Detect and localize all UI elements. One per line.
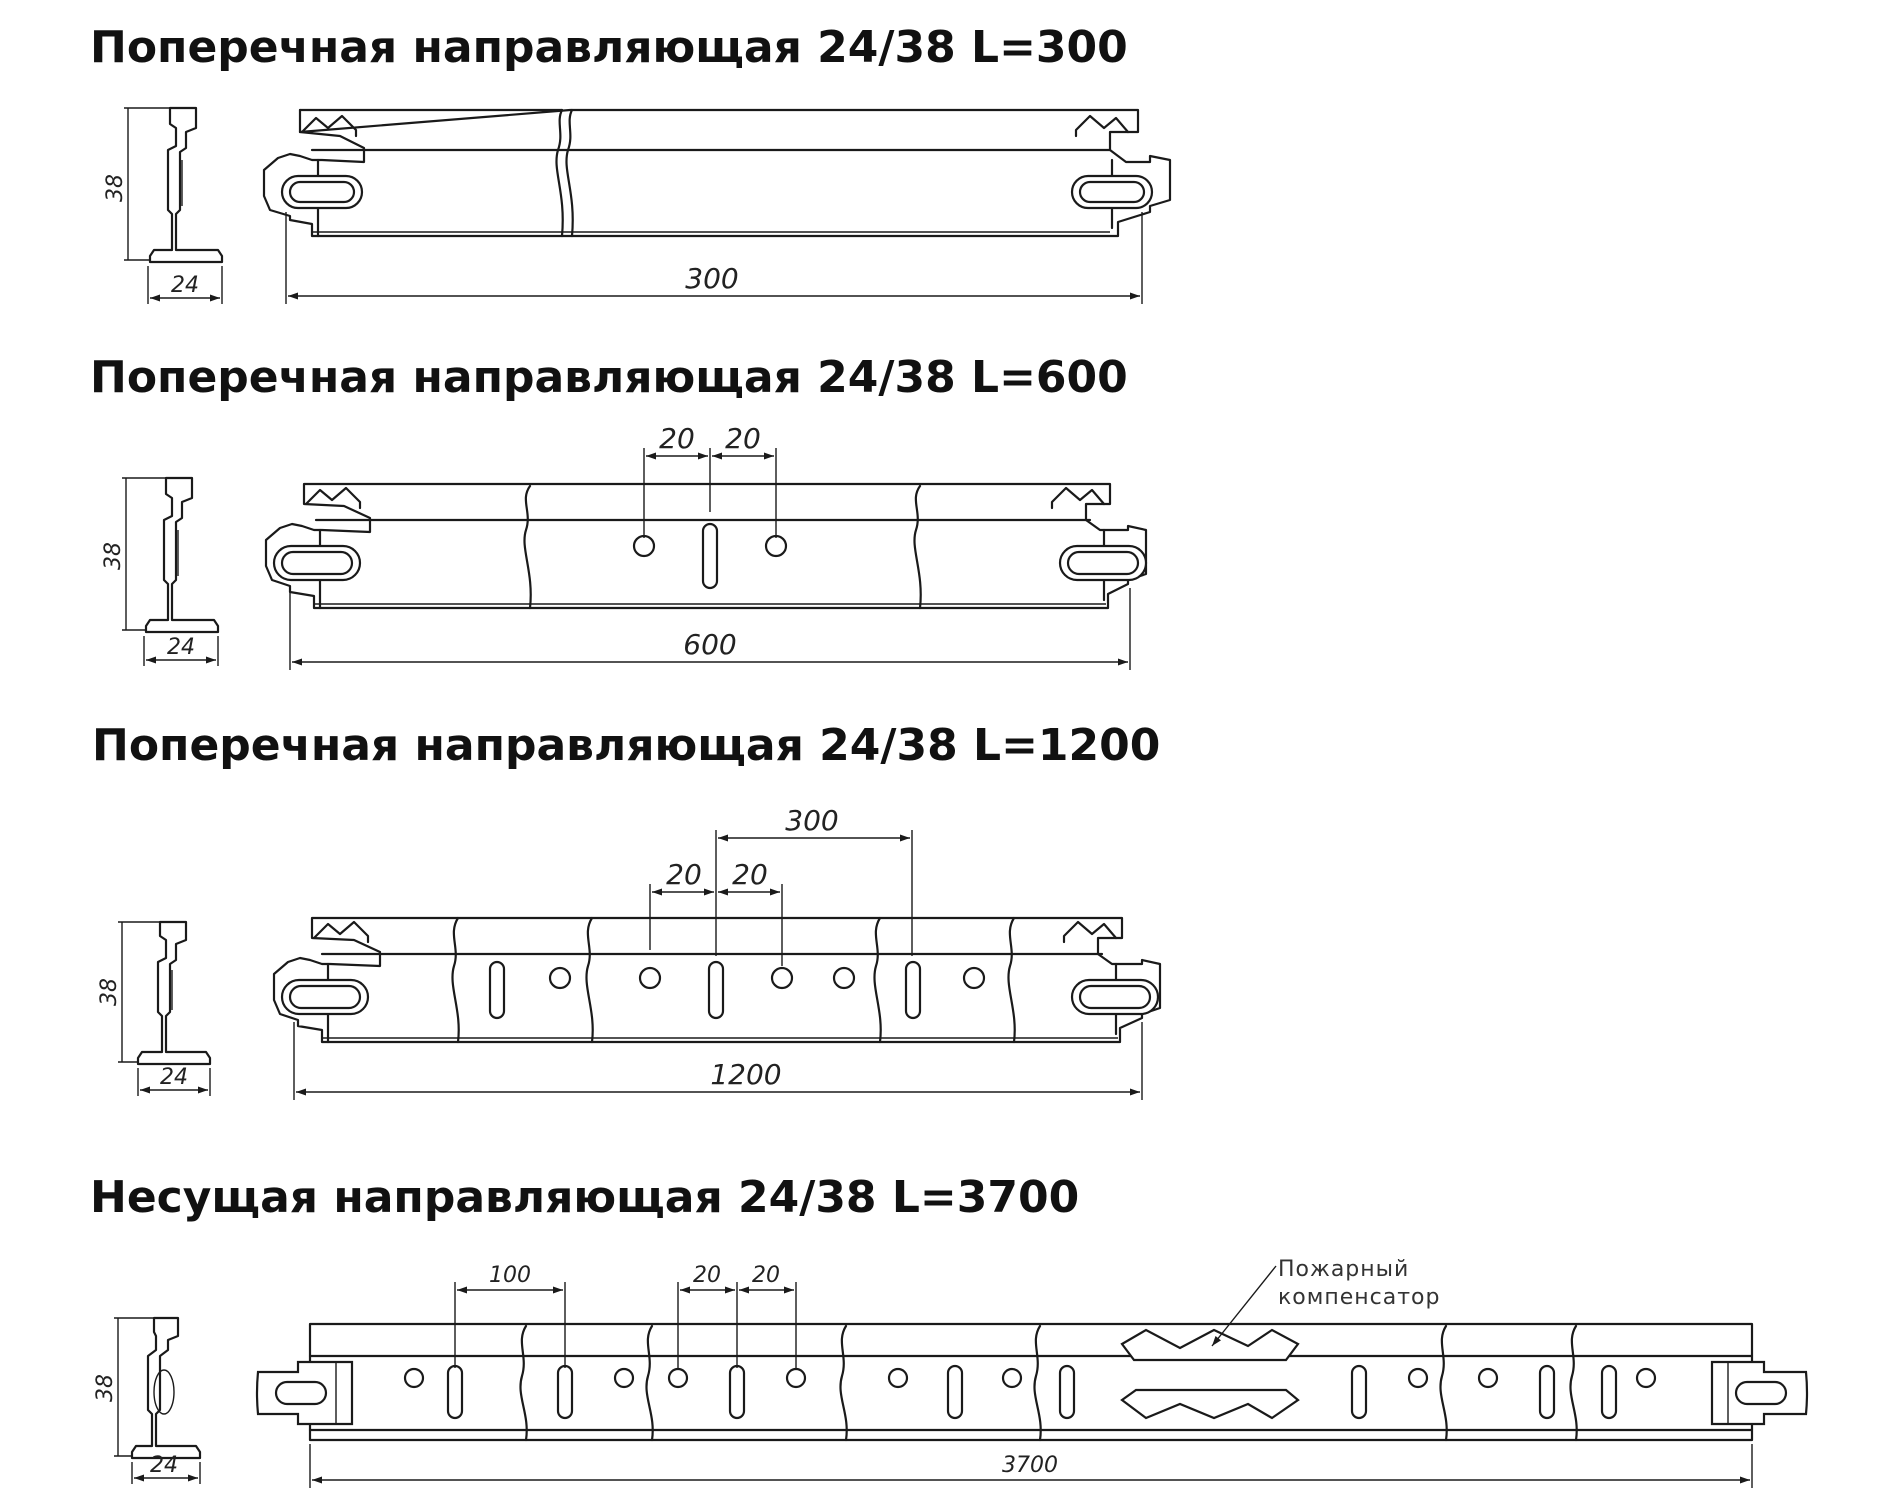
dim-length: 3700: [309, 1444, 1753, 1488]
profile-elevation: [262, 108, 1172, 238]
section-title: Поперечная направляющая 24/38 L=300: [90, 22, 1128, 73]
section-l3700: Несущая направляющая 24/38 L=3700 38 24: [90, 1172, 1809, 1488]
dim-height-label: 38: [93, 1374, 118, 1402]
dim-length-label: 1200: [710, 1058, 781, 1091]
callout-line2: компенсатор: [1278, 1285, 1440, 1310]
dim-length-label: 300: [685, 262, 738, 295]
profile-cross-section: 38 24: [93, 1316, 202, 1484]
profile-elevation: [272, 916, 1162, 1044]
dim-pitch: 100: [454, 1263, 566, 1368]
section-l600: Поперечная направляющая 24/38 L=600 38 2…: [90, 352, 1148, 670]
dim-hole-spacing: 20 20: [677, 1263, 797, 1370]
dim-right-label: 20: [752, 1263, 780, 1288]
profile-cross-section: 38 24: [101, 476, 220, 666]
section-l300: Поперечная направляющая 24/38 L=300 38 2…: [90, 22, 1172, 304]
dim-length-label: 600: [683, 628, 736, 661]
callout-line1: Пожарный: [1278, 1257, 1409, 1282]
dim-length-label: 3700: [1002, 1453, 1058, 1478]
dim-length: 600: [289, 588, 1131, 670]
dim-right-label: 20: [732, 858, 768, 891]
section-l1200: Поперечная направляющая 24/38 L=1200 38 …: [92, 720, 1162, 1100]
dim-width-label: 24: [167, 635, 195, 660]
dim-width-label: 24: [150, 1453, 178, 1478]
dim-height-label: 38: [97, 978, 122, 1006]
dim-length: 300: [285, 212, 1143, 304]
dim-hole-spacing: 20 20: [643, 422, 777, 538]
profile-cross-section: 38 24: [103, 106, 224, 304]
fire-compensator-callout: Пожарный компенсатор: [1211, 1257, 1440, 1347]
dim-pitch-label: 300: [785, 804, 838, 837]
dim-hole-spacing: 20 20 300: [649, 804, 913, 966]
dim-left-label: 20: [659, 422, 695, 455]
section-title: Поперечная направляющая 24/38 L=600: [90, 352, 1128, 403]
dim-right-label: 20: [725, 422, 761, 455]
dim-width-label: 24: [171, 273, 199, 298]
dim-left-label: 20: [666, 858, 702, 891]
dim-height-label: 38: [101, 542, 126, 570]
profile-cross-section: 38 24: [97, 920, 212, 1096]
dim-pitch-label: 100: [489, 1263, 531, 1288]
profile-elevation: [255, 1322, 1809, 1442]
dim-height-label: 38: [103, 174, 128, 202]
profile-elevation: [264, 482, 1148, 610]
section-title: Поперечная направляющая 24/38 L=1200: [92, 720, 1160, 771]
section-title: Несущая направляющая 24/38 L=3700: [90, 1172, 1079, 1223]
dim-length: 1200: [293, 1022, 1143, 1100]
dim-left-label: 20: [693, 1263, 721, 1288]
dim-width-label: 24: [160, 1065, 188, 1090]
